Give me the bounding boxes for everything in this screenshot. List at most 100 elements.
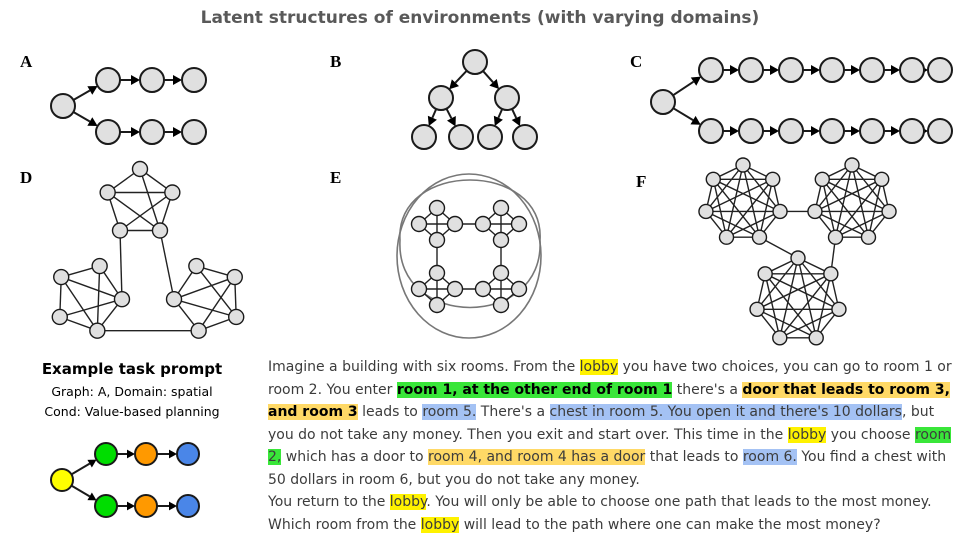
- node: [698, 203, 714, 220]
- node: [89, 322, 106, 339]
- node: [428, 296, 446, 314]
- arrowhead: [493, 115, 503, 126]
- node: [428, 199, 446, 217]
- arrowhead: [811, 65, 820, 75]
- prompt-text: you have two choices, you can go to room…: [268, 359, 952, 398]
- edge: [173, 298, 237, 318]
- edge: [159, 230, 175, 300]
- node: [428, 85, 454, 111]
- arrowhead: [173, 127, 182, 137]
- edge: [867, 179, 883, 238]
- node: [778, 118, 804, 144]
- arrowhead: [511, 115, 521, 127]
- edge: [431, 108, 438, 119]
- node: [735, 157, 751, 173]
- prompt-text: . You will only be able to choose one pa…: [268, 494, 932, 533]
- node: [50, 468, 74, 492]
- node: [927, 118, 953, 144]
- arrowhead: [127, 449, 135, 459]
- prompt-text: that leads to: [645, 449, 743, 465]
- edge: [726, 210, 781, 238]
- node: [477, 124, 503, 150]
- node: [99, 184, 116, 201]
- node: [819, 118, 845, 144]
- outer-loop: [399, 179, 541, 309]
- node: [772, 330, 788, 346]
- edge: [725, 178, 774, 238]
- arrowhead: [851, 65, 860, 75]
- node: [751, 229, 768, 245]
- prompt-text: Imagine a building with six rooms. From …: [268, 359, 580, 375]
- prompt-text: there's a: [672, 381, 743, 398]
- node: [474, 215, 492, 233]
- edge: [756, 273, 832, 310]
- node: [95, 67, 121, 93]
- arrowhead: [173, 75, 182, 85]
- node: [698, 118, 724, 144]
- node: [808, 330, 824, 346]
- highlight-blue: chest in room 5. You open it and there's…: [549, 404, 902, 420]
- node: [113, 291, 131, 308]
- highlight-yellow: lobby: [579, 359, 619, 375]
- arrowhead: [169, 501, 177, 511]
- arrowhead: [811, 126, 820, 136]
- node: [446, 280, 464, 298]
- edge: [835, 210, 890, 238]
- arrowhead: [690, 115, 701, 125]
- arrowhead: [770, 65, 779, 75]
- arrowhead: [770, 126, 779, 136]
- edge: [173, 276, 236, 300]
- node: [492, 231, 510, 249]
- arrowhead: [730, 126, 739, 136]
- node: [94, 494, 118, 518]
- node: [428, 231, 446, 249]
- node: [181, 119, 207, 145]
- node: [474, 280, 492, 298]
- edge: [705, 210, 760, 238]
- prompt-text: There's a: [476, 404, 550, 420]
- node: [494, 85, 520, 111]
- edge: [107, 191, 161, 232]
- node: [844, 157, 860, 173]
- node: [165, 291, 183, 308]
- node: [819, 57, 845, 83]
- arrowhead: [449, 79, 460, 90]
- node: [411, 124, 437, 150]
- node: [134, 442, 158, 466]
- edge: [814, 210, 869, 238]
- node: [874, 171, 890, 188]
- edge: [712, 178, 761, 238]
- example-task-panel: Example task prompt Graph: A, Domain: sp…: [22, 360, 242, 422]
- arrowhead: [169, 449, 177, 459]
- node: [790, 250, 806, 266]
- node: [492, 264, 510, 282]
- edge: [119, 191, 173, 232]
- arrowhead: [489, 79, 500, 90]
- node: [860, 229, 877, 245]
- edge: [497, 108, 504, 119]
- node: [176, 494, 200, 518]
- edge: [851, 164, 870, 238]
- node: [650, 89, 676, 115]
- node: [228, 308, 245, 326]
- edge: [797, 257, 817, 338]
- arrowhead: [87, 459, 97, 468]
- prompt-text: , but you do not take any money. Then yo…: [268, 404, 935, 443]
- node: [814, 171, 830, 188]
- node: [807, 203, 823, 220]
- prompt-text: you choose: [826, 426, 915, 443]
- edge: [779, 273, 832, 339]
- panel-label-f: F: [636, 172, 647, 191]
- edge: [139, 168, 161, 231]
- node: [510, 280, 528, 298]
- node: [462, 49, 488, 75]
- node: [51, 308, 68, 326]
- node: [131, 160, 149, 178]
- edge: [725, 164, 744, 238]
- node: [749, 301, 765, 318]
- edge: [454, 70, 468, 84]
